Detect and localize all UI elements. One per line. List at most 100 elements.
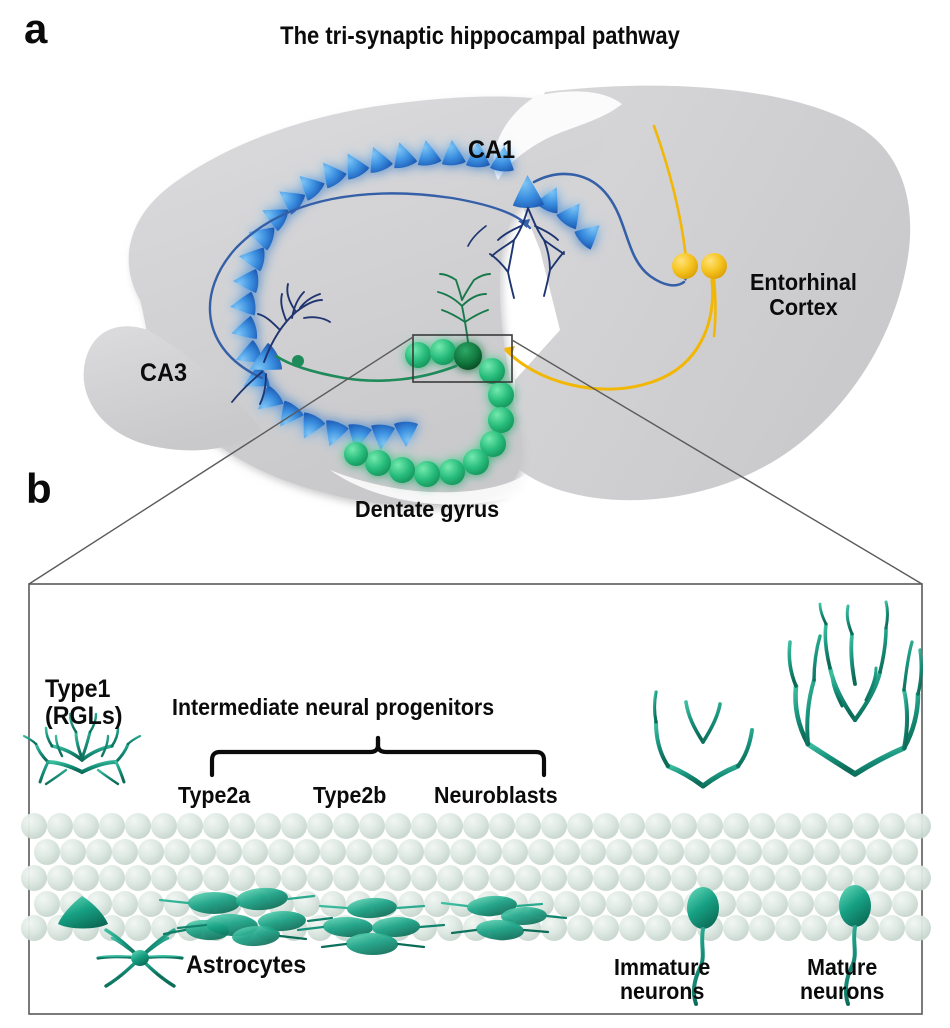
granule-cell [606,891,632,917]
granule-cell-layer-b [21,813,931,941]
label-type1-line2: (RGLs) [45,701,123,730]
radial-glia-like-cell [22,712,142,929]
figure-title: The tri-synaptic hippocampal pathway [280,22,680,50]
granule-cell [47,865,73,891]
granule-cell [411,865,437,891]
granule-cell [333,865,359,891]
granule-cell [281,813,307,839]
granule-cell [749,915,775,941]
granule-cell [320,891,346,917]
label-dentate-gyrus: Dentate gyrus [355,496,500,522]
granule-cell [684,839,710,865]
granule-cell [554,839,580,865]
granule-cell [307,813,333,839]
granule-cell [541,813,567,839]
granule-cell [21,915,47,941]
granule-cell [151,915,177,941]
granule-cell [580,839,606,865]
granule-cell [853,813,879,839]
granule-cell [398,839,424,865]
granule-cell [645,915,671,941]
granule-cell [463,813,489,839]
granule-cell [905,813,931,839]
granule-cell [619,865,645,891]
granule-cell [411,915,437,941]
granule-cell [489,865,515,891]
granule-cell-dendrites [437,273,491,343]
granule-cell [736,891,762,917]
granule-cell [151,865,177,891]
granule-cell [801,813,827,839]
granule-cell [775,813,801,839]
label-mature-neurons: Mature neurons [800,955,884,1004]
ca1-basal-dendrites [489,207,565,299]
granule-cell [593,915,619,941]
granule-cell [385,813,411,839]
granule-cell [606,839,632,865]
granule-cell [788,839,814,865]
mature-axon [843,925,857,1006]
granule-cell [762,839,788,865]
granule-cell [593,813,619,839]
granule-cell [541,865,567,891]
granule-cell [177,813,203,839]
granule-cell [853,865,879,891]
label-type1-line1: Type1 [45,675,111,703]
granule-cell [411,813,437,839]
granule-cell [203,865,229,891]
label-entorhinal-line2: Cortex [769,293,838,320]
mossy-fiber-pathway [274,354,458,382]
granule-cell [645,865,671,891]
granule-cell [671,865,697,891]
progenitor-brace [209,735,547,778]
granule-cell [450,839,476,865]
granule-cell [112,839,138,865]
mature-dendritic-arbor [787,600,924,777]
granule-cell [671,813,697,839]
entorhinal-soma-left [672,253,698,279]
granule-cell [125,813,151,839]
rgl-soma [58,896,108,929]
granule-cell [541,915,567,941]
granule-cell [775,915,801,941]
label-immature-line2: neurons [619,978,705,1005]
granule-cell [242,839,268,865]
granule-cell [34,891,60,917]
granule-cell [346,839,372,865]
entorhinal-neuron-left [652,124,698,279]
granule-cell [723,813,749,839]
granule-cell [580,891,606,917]
granule-cell [424,839,450,865]
granule-cell [99,813,125,839]
label-entorhinal-line1: Entorhinal [750,269,857,295]
granule-cell [398,891,424,917]
granule-cell [385,865,411,891]
granule-cell [515,865,541,891]
granule-cell [216,839,242,865]
granule-cell [47,813,73,839]
granule-cell [437,915,463,941]
entorhinal-axon-left [652,124,688,260]
granule-cell [814,839,840,865]
granule-cell [671,915,697,941]
granule-cell [879,813,905,839]
granule-cell [164,891,190,917]
granule-cell [359,865,385,891]
granule-cell [593,865,619,891]
mature-neuron [787,600,924,1006]
ca3-basal-dendrites [231,371,267,405]
label-neuroblasts: Neuroblasts [434,782,558,808]
label-astrocytes: Astrocytes [186,951,307,979]
label-type2b: Type2b [313,782,387,808]
granule-cell [775,865,801,891]
granule-cell [567,865,593,891]
granule-cell [476,839,502,865]
granule-cell [177,865,203,891]
granule-cell [229,865,255,891]
magnification-leader-lines [28,336,923,585]
label-intermediate-neural-progenitors: Intermediate neural progenitors [172,694,495,720]
immature-axon [691,927,705,1006]
granule-cell [619,813,645,839]
panel-b-letter: b [26,465,52,512]
